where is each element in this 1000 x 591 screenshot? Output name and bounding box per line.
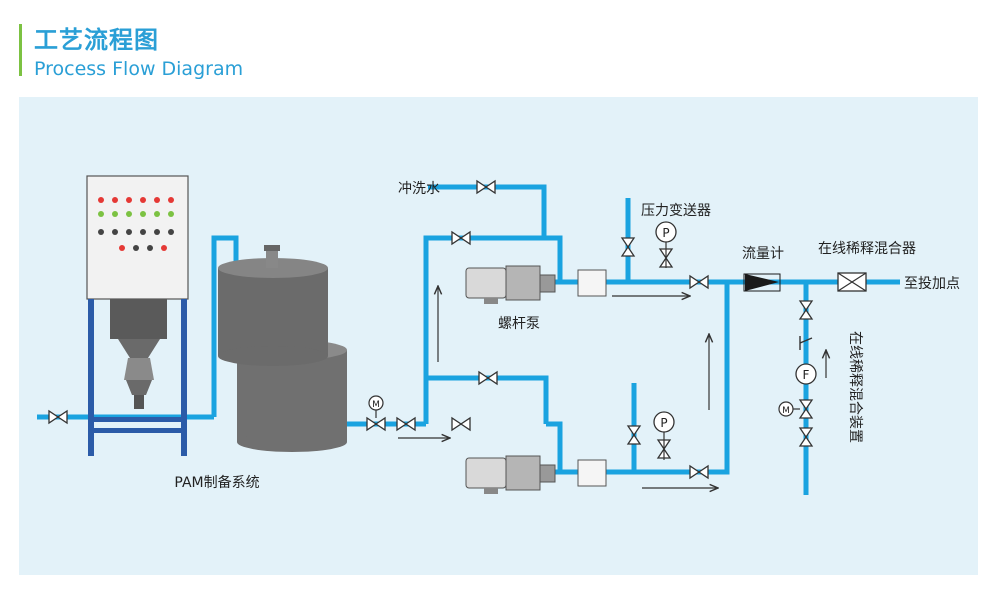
- inline-mixer: [837, 272, 867, 292]
- svg-text:P: P: [662, 226, 669, 240]
- storage-tanks: [218, 245, 347, 452]
- dilution-valve-bottom: [799, 427, 813, 447]
- flow-meter-label: 流量计: [742, 246, 784, 262]
- pam-preparation-system: [86, 175, 189, 456]
- pressure-transmitter-label: 压力变送器: [641, 203, 711, 219]
- screw-pump-label: 螺杆泵: [498, 316, 540, 332]
- check-valve: [799, 336, 813, 350]
- motor-actuator-icon: M: [368, 395, 384, 418]
- control-cabinet: [86, 175, 189, 300]
- pressure-gauge-1: P: [655, 221, 677, 268]
- svg-text:M: M: [372, 400, 380, 410]
- indicator-lights: [98, 197, 174, 251]
- screw-pump-1: [465, 265, 607, 304]
- pump2-outlet-valve: [689, 465, 709, 479]
- inline-dilution-device-label: 在线稀释混合装置: [847, 331, 863, 443]
- pump2-bypass-valve: [478, 371, 498, 385]
- svg-text:P: P: [660, 416, 667, 430]
- screw-pump-2: [465, 455, 607, 494]
- title-accent-bar: [19, 24, 22, 76]
- dilution-flow-meter: F: [795, 363, 817, 385]
- pump2-inlet-valve: [451, 417, 471, 431]
- main-flow-meter: [743, 273, 781, 292]
- pam-system-label: PAM制备系统: [174, 474, 259, 491]
- pt2-valve: [627, 425, 641, 445]
- dilution-motor-valve: [799, 399, 813, 419]
- inline-mixer-label: 在线稀释混合器: [818, 241, 916, 257]
- pt1-valve: [621, 237, 635, 257]
- svg-text:M: M: [782, 406, 790, 416]
- tank-outlet-valve: [396, 417, 416, 431]
- flush-water-label: 冲洗水: [398, 181, 440, 197]
- dilution-valve-top: [799, 300, 813, 320]
- page-title: 工艺流程图: [34, 26, 159, 54]
- motor-valve: [366, 417, 386, 431]
- pump1-outlet-valve: [689, 275, 709, 289]
- to-dosing-point-label: 至投加点: [904, 276, 960, 292]
- dilution-motor-actuator-icon: M: [778, 401, 800, 417]
- pressure-gauge-2: P: [653, 411, 675, 460]
- pump1-inlet-valve: [451, 231, 471, 245]
- inlet-valve: [48, 410, 68, 424]
- svg-text:F: F: [803, 368, 810, 382]
- flow-arrows: [398, 286, 826, 488]
- flush-valve: [476, 180, 496, 194]
- page-subtitle: Process Flow Diagram: [34, 58, 244, 80]
